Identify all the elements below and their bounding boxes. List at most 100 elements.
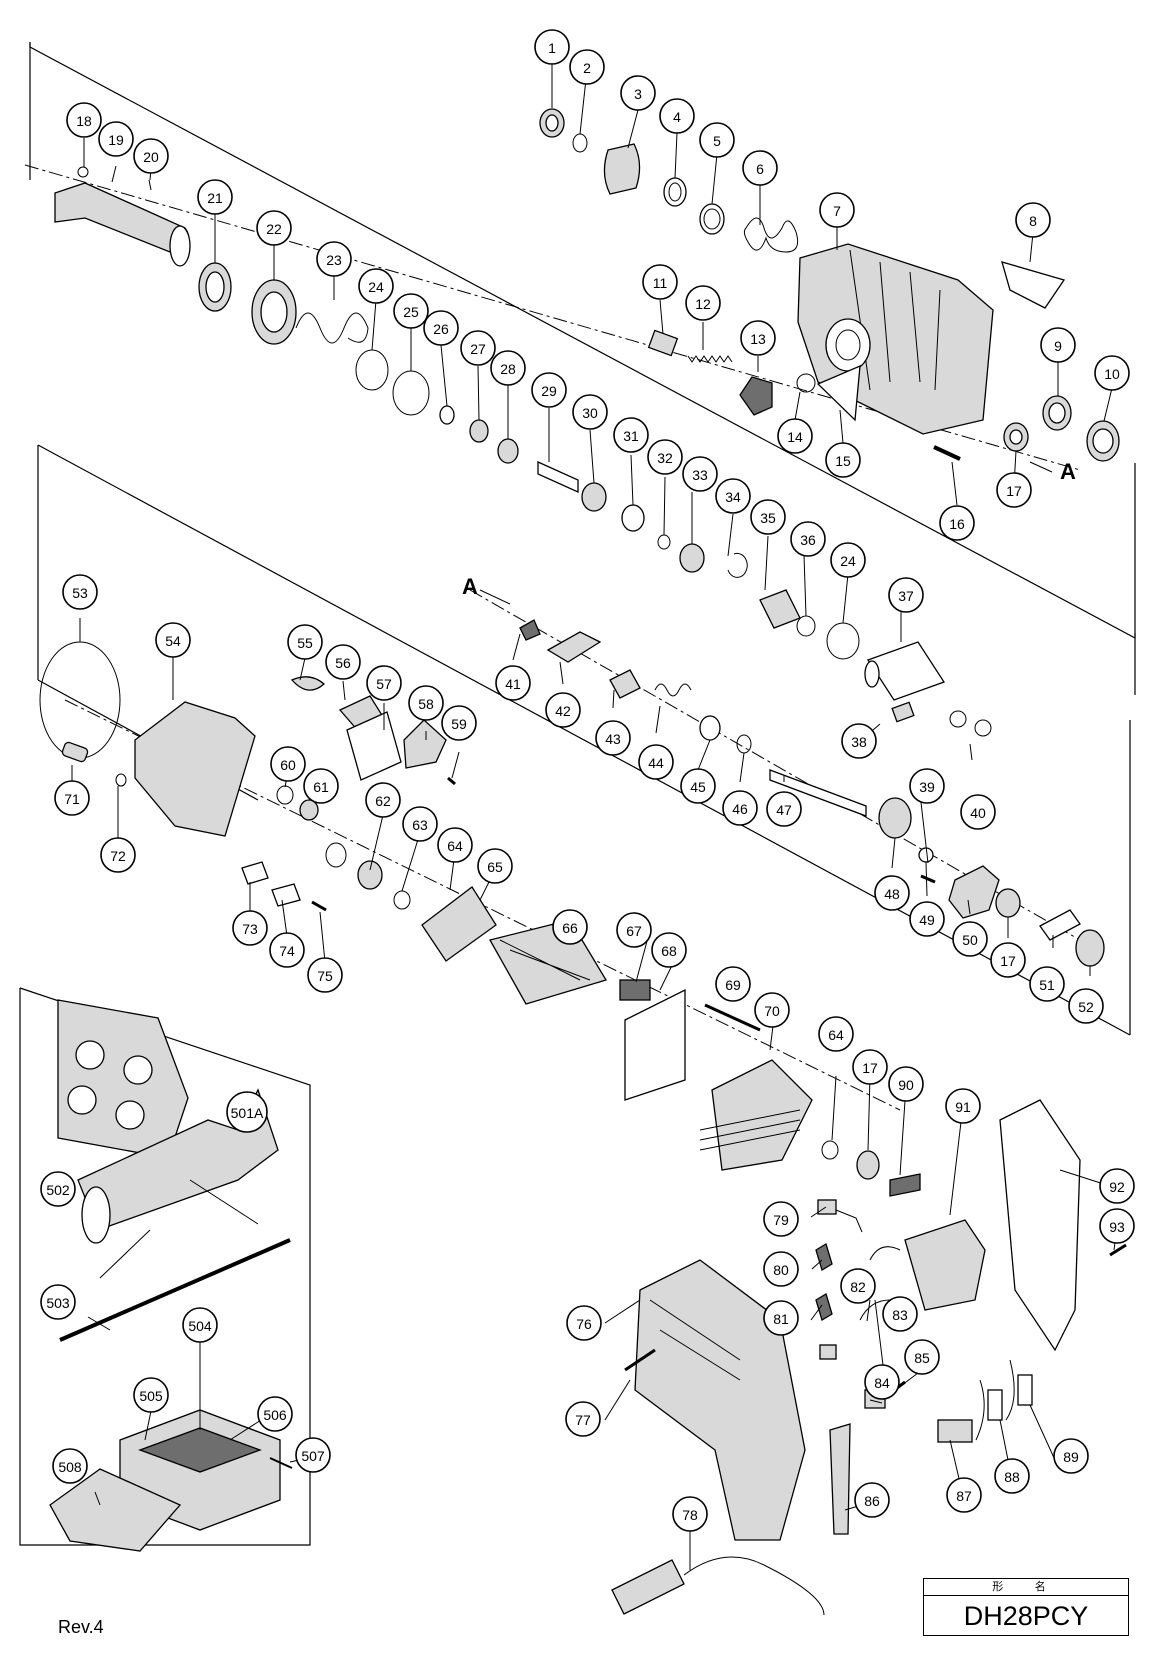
callout-505: 505 [133,1377,169,1413]
callout-number: 12 [695,296,711,312]
callout-39: 39 [909,768,945,804]
callout-502: 502 [40,1171,76,1207]
callout-73: 73 [232,910,268,946]
callout-59: 59 [441,705,477,741]
callout-circle [882,1296,918,1332]
callout-number: 37 [898,588,914,604]
ref-mark-a-lower: A [462,574,478,599]
callout-42: 42 [545,692,581,728]
callout-501a: 501A [226,1091,268,1133]
callout-16: 16 [939,505,975,541]
callout-circle [952,921,988,957]
callout-circle [534,29,570,65]
callout-circle [595,720,631,756]
callout-54: 54 [155,622,191,658]
callout-circle [566,1305,602,1341]
callout-circle [874,875,910,911]
callout-number: 14 [787,429,803,445]
reference-marks: A A [462,459,1076,605]
callout-number: 10 [1104,366,1120,382]
callout-7: 7 [819,192,855,228]
callout-circle [133,138,169,174]
callout-number: 40 [970,805,986,821]
callout-53: 53 [62,574,98,610]
callout-number: 63 [412,817,428,833]
callout-circle [1053,1438,1089,1474]
callout-circle [742,150,778,186]
callout-504: 504 [182,1307,218,1343]
callout-circle [565,1401,601,1437]
callout-14: 14 [777,418,813,454]
callout-circle [423,310,459,346]
callout-86: 86 [854,1482,890,1518]
callout-number: 17 [1000,953,1016,969]
callout-circle [699,122,735,158]
callout-number: 89 [1063,1449,1079,1465]
callout-number: 78 [682,1507,698,1523]
callout-number: 84 [874,1375,890,1391]
callout-84: 84 [864,1364,900,1400]
callout-circle [854,1482,890,1518]
callout-number: 88 [1004,1469,1020,1485]
callout-80: 80 [763,1251,799,1287]
callout-circle [996,472,1032,508]
callout-circle [613,417,649,453]
callout-75: 75 [307,957,343,993]
callout-circle [939,505,975,541]
callout-number: 80 [773,1262,789,1278]
callout-number: 31 [623,428,639,444]
callout-17: 17 [996,472,1032,508]
callout-46: 46 [722,790,758,826]
callout-507: 507 [295,1437,331,1473]
callout-circle [659,98,695,134]
callout-20: 20 [133,138,169,174]
callout-33: 33 [682,456,718,492]
callout-circle [620,75,656,111]
callout-number: 26 [433,321,449,337]
callout-number: 3 [634,86,642,102]
callout-circle [98,121,134,157]
callout-72: 72 [100,837,136,873]
callout-circle [740,320,776,356]
callout-66: 66 [552,909,588,945]
callout-circle [763,1251,799,1287]
title-block-header: 形 名 [924,1579,1128,1596]
callout-circle [642,264,678,300]
callout-number: 48 [884,886,900,902]
callout-number: 83 [892,1307,908,1323]
callout-13: 13 [740,320,776,356]
callout-circle [651,932,687,968]
callout-number: 20 [143,149,159,165]
callout-number: 81 [773,1311,789,1327]
callout-number: 13 [750,331,766,347]
callout-number: 74 [279,943,295,959]
callout-number: 2 [583,60,591,76]
callout-10: 10 [1094,355,1130,391]
callout-69: 69 [715,966,751,1002]
callout-number: 19 [108,132,124,148]
callout-circle [830,542,866,578]
callout-circle [904,1339,940,1375]
callout-number: 38 [851,734,867,750]
callout-circle [365,782,401,818]
callout-circle [722,790,758,826]
callout-number: 34 [725,489,741,505]
callout-number: 21 [207,190,223,206]
callout-83: 83 [882,1296,918,1332]
callout-circle [295,1437,331,1473]
callout-58: 58 [408,685,444,721]
callout-68: 68 [651,932,687,968]
callout-circle [763,1201,799,1237]
callout-48: 48 [874,875,910,911]
callout-circle [766,791,802,827]
callout-91: 91 [945,1088,981,1124]
title-block: 形 名 DH28PCY [923,1578,1129,1636]
callout-circle [638,744,674,780]
callout-26: 26 [423,310,459,346]
callout-number: 86 [864,1493,880,1509]
callout-508: 508 [52,1448,88,1484]
callout-93: 93 [1099,1208,1135,1244]
callout-number: 33 [692,467,708,483]
callout-circle [750,499,786,535]
callout-50: 50 [952,921,988,957]
